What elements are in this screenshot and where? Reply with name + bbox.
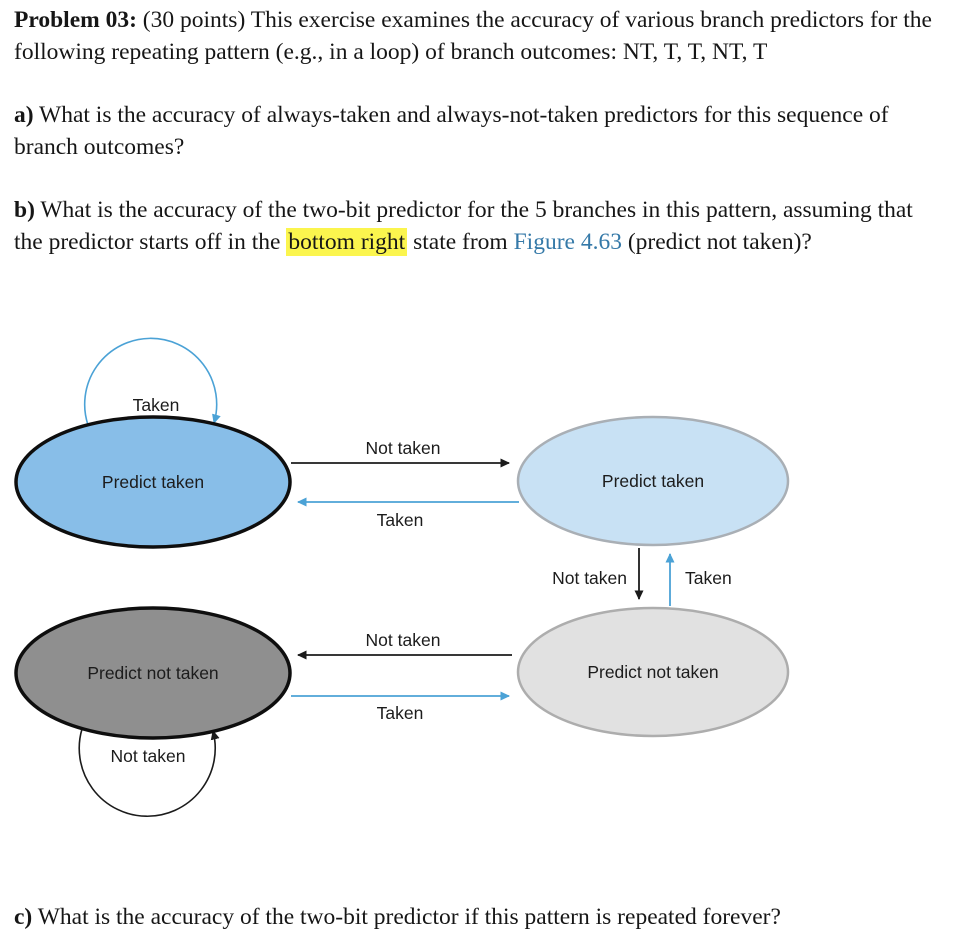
- edge-self-loop-taken: [83, 337, 221, 426]
- edge-label-bottom-not-taken: Not taken: [366, 630, 441, 650]
- part-c-paragraph: c) What is the accuracy of the two-bit p…: [14, 902, 944, 934]
- edge-label-self-loop-not-taken: Not taken: [111, 746, 186, 766]
- state-weak-predict-not-taken: [516, 606, 790, 738]
- edge-label-vertical-not-taken: Not taken: [552, 568, 627, 588]
- part-a-text: What is the accuracy of always-taken and…: [14, 102, 889, 160]
- edge-label-self-loop-taken: Taken: [133, 395, 180, 415]
- part-b-paragraph: b) What is the accuracy of the two-bit p…: [14, 195, 936, 258]
- part-b-text-3: (predict not taken)?: [621, 228, 812, 255]
- edge-self-loop-not-taken: [78, 728, 220, 817]
- highlighted-phrase: bottom right: [286, 227, 408, 256]
- part-c-text: What is the accuracy of the two-bit pred…: [32, 904, 781, 930]
- state-label-strong-not-taken: Predict not taken: [87, 663, 218, 683]
- state-label-strong-taken: Predict taken: [102, 472, 204, 492]
- intro-text: (30 points) This exercise examines the a…: [14, 7, 932, 65]
- part-b-text-2: state from: [407, 228, 514, 255]
- part-c-label: c): [14, 904, 33, 930]
- state-weak-predict-taken: [516, 415, 790, 547]
- problem-text-column: Problem 03: (30 points) This exercise ex…: [14, 5, 936, 290]
- part-a-label: a): [14, 102, 34, 129]
- two-bit-predictor-state-diagram: Predict taken Predict taken Predict not …: [14, 337, 790, 817]
- edge-label-vertical-taken: Taken: [685, 568, 732, 588]
- state-strong-predict-taken: [14, 415, 292, 549]
- part-b-text-1: What is the accuracy of the two-bit pred…: [14, 197, 913, 255]
- edge-label-top-taken: Taken: [377, 510, 424, 530]
- figure-reference-link[interactable]: Figure 4.63: [513, 228, 622, 255]
- edge-label-bottom-taken: Taken: [377, 703, 424, 723]
- intro-label: Problem 03:: [14, 7, 137, 33]
- state-label-weak-taken: Predict taken: [602, 471, 704, 491]
- part-a-paragraph: a) What is the accuracy of always-taken …: [14, 100, 936, 163]
- edge-label-top-not-taken: Not taken: [366, 438, 441, 458]
- state-strong-predict-not-taken: [14, 606, 292, 740]
- intro-paragraph: Problem 03: (30 points) This exercise ex…: [14, 5, 936, 68]
- part-b-label: b): [14, 197, 35, 224]
- state-label-weak-not-taken: Predict not taken: [587, 662, 718, 682]
